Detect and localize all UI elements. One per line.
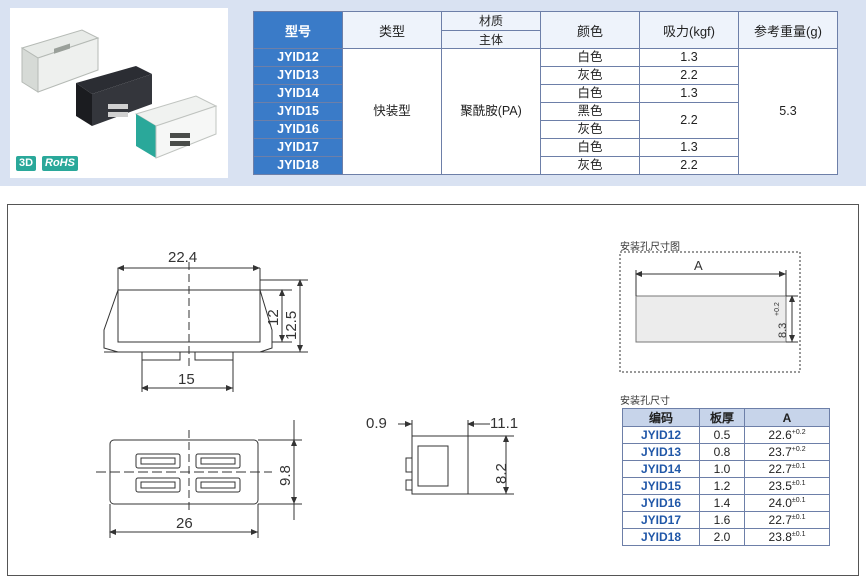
model-cell: JYID12	[253, 48, 343, 67]
model-cell: JYID18	[253, 156, 343, 175]
code-cell: JYID15	[622, 477, 700, 495]
rohs-badge: RoHS	[42, 156, 78, 171]
table-row: JYID13 0.8 23.7+0.2	[622, 443, 830, 461]
front-view	[96, 420, 302, 538]
color-cell: 黑色	[540, 102, 640, 121]
dim-side-right: 11.1	[490, 415, 518, 432]
table-row: JYID16 灰色	[253, 120, 838, 139]
a-cell: 23.8±0.1	[744, 528, 830, 546]
hole-diagram-title: 安装孔尺寸图	[620, 242, 680, 253]
model-cell: JYID17	[253, 138, 343, 157]
grey-catch-image	[134, 95, 218, 159]
color-cell: 灰色	[540, 120, 640, 139]
dim-hole-a: A	[694, 258, 703, 273]
code-cell: JYID17	[622, 511, 700, 529]
end-view	[398, 420, 514, 495]
material-cell: 聚酰胺(PA)	[441, 48, 541, 175]
thickness-cell: 1.2	[699, 477, 745, 495]
table-row: JYID17 1.6 22.7±0.1	[622, 511, 830, 529]
size-header-thickness: 板厚	[699, 408, 745, 427]
table-row: JYID14 白色 1.3	[253, 84, 838, 103]
dim-front-height: 9.8	[277, 465, 294, 486]
thickness-cell: 1.0	[699, 460, 745, 478]
thickness-cell: 1.6	[699, 511, 745, 529]
a-cell: 23.7+0.2	[744, 443, 830, 461]
header-weight: 参考重量(g)	[738, 11, 838, 49]
type-cell: 快装型	[342, 48, 442, 175]
size-table-title: 安装孔尺寸	[620, 396, 670, 407]
code-cell: JYID14	[622, 460, 700, 478]
a-cell: 22.6+0.2	[744, 426, 830, 444]
table-row: JYID18 灰色 2.2	[253, 156, 838, 175]
a-cell: 24.0±0.1	[744, 494, 830, 512]
dim-side-height: 8.2	[493, 463, 510, 484]
table-row: JYID12 0.5 22.6+0.2	[622, 426, 830, 444]
model-cell: JYID14	[253, 84, 343, 103]
model-cell: JYID13	[253, 66, 343, 85]
table-row: JYID16 1.4 24.0±0.1	[622, 494, 830, 512]
suction-cell: 2.2	[639, 156, 739, 175]
suction-cell: 1.3	[639, 84, 739, 103]
suction-cell: 1.3	[639, 138, 739, 157]
header-model: 型号	[253, 11, 343, 49]
side-view	[103, 262, 308, 392]
size-table: 编码 板厚 A JYID12 0.5 22.6+0.2 JYID13 0.8 2…	[622, 408, 830, 546]
code-cell: JYID18	[622, 528, 700, 546]
magnet-catch-illustration	[20, 29, 218, 159]
white-catch-image	[20, 29, 100, 93]
header-color: 颜色	[540, 11, 640, 49]
a-cell: 22.7±0.1	[744, 511, 830, 529]
dim-top-width: 22.4	[168, 249, 197, 266]
spec-table: 型号 类型 材质 颜色 吸力(kgf) 参考重量(g) 主体 JYID12 快装…	[253, 11, 838, 175]
hole-diagram	[619, 251, 801, 373]
suction-cell: 1.3	[639, 48, 739, 67]
code-cell: JYID12	[622, 426, 700, 444]
dim-hole-tolerance: +0.2	[774, 302, 781, 316]
dim-bottom-width: 15	[178, 371, 195, 388]
product-photo: 3D RoHS	[10, 8, 228, 178]
table-row: JYID18 2.0 23.8±0.1	[622, 528, 830, 546]
table-row: JYID12 快装型 聚酰胺(PA) 白色 1.3 5.3	[253, 48, 838, 175]
size-header-a: A	[744, 408, 830, 427]
dim-height-outer: 12.5	[283, 311, 300, 340]
size-header-code: 编码	[622, 408, 700, 427]
header-material: 材质	[441, 11, 541, 31]
table-row: JYID14 1.0 22.7±0.1	[622, 460, 830, 478]
dim-front-width: 26	[176, 515, 193, 532]
code-cell: JYID13	[622, 443, 700, 461]
color-cell: 白色	[540, 84, 640, 103]
suction-cell: 2.2	[639, 66, 739, 85]
a-cell: 22.7±0.1	[744, 460, 830, 478]
code-cell: JYID16	[622, 494, 700, 512]
thickness-cell: 1.4	[699, 494, 745, 512]
table-row: JYID15 黑色 2.2	[253, 102, 838, 139]
dim-side-left: 0.9	[366, 415, 387, 432]
a-cell: 23.5±0.1	[744, 477, 830, 495]
thickness-cell: 2.0	[699, 528, 745, 546]
thickness-cell: 0.5	[699, 426, 745, 444]
table-row: JYID15 1.2 23.5±0.1	[622, 477, 830, 495]
color-cell: 白色	[540, 138, 640, 157]
table-row: JYID17 白色 1.3	[253, 138, 838, 157]
header-material-sub: 主体	[441, 29, 541, 49]
black-catch-image	[76, 66, 152, 126]
dim-hole-height: 8.3	[777, 323, 789, 338]
dim-height-inner: 12	[265, 309, 282, 326]
3d-badge: 3D	[16, 156, 37, 171]
thickness-cell: 0.8	[699, 443, 745, 461]
header-type: 类型	[342, 11, 442, 49]
color-cell: 灰色	[540, 156, 640, 175]
model-cell: JYID15	[253, 102, 343, 121]
weight-cell: 5.3	[738, 48, 838, 175]
color-cell: 白色	[540, 48, 640, 67]
suction-cell: 2.2	[639, 102, 739, 139]
